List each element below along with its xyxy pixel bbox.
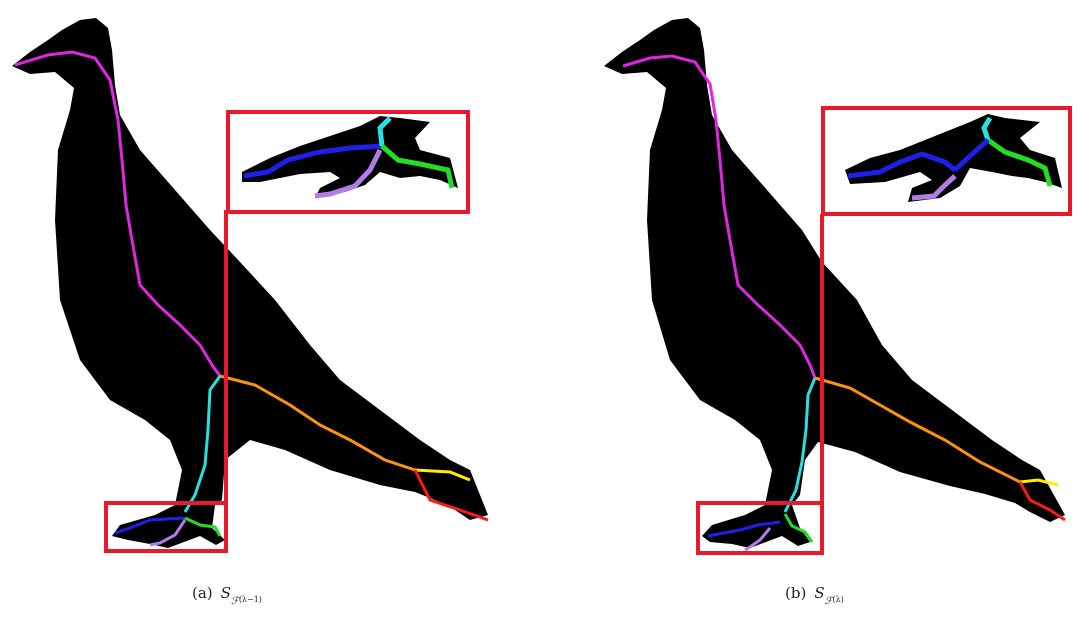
zoom-branch-blue: [847, 151, 957, 179]
panel-a: (a) Sℱ(λ−1): [0, 0, 520, 628]
branch-toe-blue: [114, 516, 186, 535]
panel-b: (b) Sℱ(λ): [560, 0, 1080, 628]
zoom-branch-purple: [314, 148, 383, 199]
branch-toe-purple: [149, 519, 187, 547]
zoom-branch-green: [986, 137, 1053, 187]
zoom-branch-leg: [377, 116, 392, 147]
zoom-inset-content: [845, 114, 1062, 202]
skeleton-figure-a: [12, 18, 489, 553]
skeleton-figure-b: [604, 18, 1072, 555]
zoom-branch-blue: [243, 143, 383, 179]
zoom-branch-green: [380, 144, 455, 189]
branch-leg: [783, 377, 817, 513]
zoom-branch-blue-link: [953, 138, 990, 172]
bird-silhouette: [12, 18, 488, 548]
branch-toe-blue: [707, 520, 781, 538]
caption-a-symbol: S: [220, 584, 231, 602]
zoom-branch-leg: [981, 116, 993, 141]
caption-a-subscript: ℱ: [230, 596, 239, 607]
zoom-branch-purple: [911, 174, 957, 201]
caption-b-subscript: ℱ: [824, 596, 833, 607]
caption-a: (a) Sℱ(λ−1): [192, 584, 262, 610]
zoom-inset-content: [242, 116, 458, 199]
branch-tail-tip-yellow: [414, 468, 471, 482]
branch-tail-tip-red: [413, 469, 489, 522]
branch-tail-tip-red: [1018, 481, 1066, 522]
highlight-box-foot: [104, 501, 228, 553]
caption-a-superscript: (λ−1): [238, 595, 262, 604]
caption-b-superscript: (λ): [832, 595, 844, 604]
branch-head-neck: [622, 54, 817, 379]
branch-toe-purple: [744, 527, 772, 552]
branch-leg: [183, 375, 222, 513]
zoom-foot-silhouette: [845, 114, 1062, 202]
branch-head-neck: [14, 50, 222, 377]
caption-b-symbol: S: [814, 584, 825, 602]
branch-toe-green: [184, 516, 222, 537]
caption-a-label: (a): [192, 584, 213, 602]
highlight-box-foot: [696, 501, 824, 555]
zoom-foot-silhouette: [242, 116, 458, 198]
branch-tail-tip-yellow: [1019, 478, 1059, 487]
branch-tail: [219, 374, 416, 472]
branch-tail: [814, 376, 1021, 484]
caption-b: (b) Sℱ(λ): [785, 584, 844, 610]
branch-toe-green: [783, 513, 814, 543]
caption-b-label: (b): [785, 584, 807, 602]
